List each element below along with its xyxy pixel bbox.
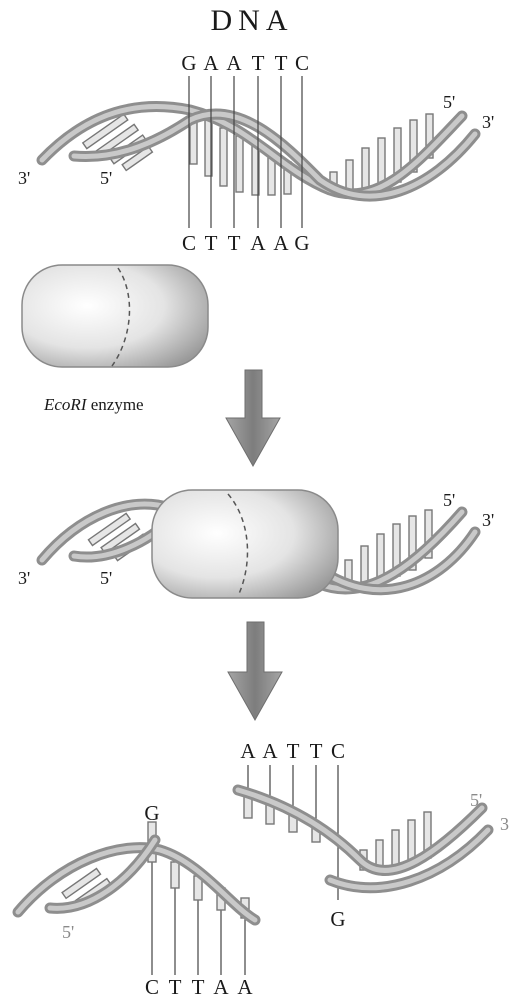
sticky-end-sequence: C T T A A [145, 975, 253, 999]
base-letter: T [252, 51, 265, 75]
base-letter: T [169, 975, 182, 999]
end-label: 5' [100, 568, 112, 588]
base-letter: C [295, 51, 309, 75]
base-letter: A [226, 51, 242, 75]
base-letter: A [213, 975, 229, 999]
sticky-end-sequence: A A T T C [240, 739, 345, 763]
base-letter: G [330, 907, 345, 931]
end-label: 3 [500, 814, 509, 834]
enzyme-label: EcoRI enzyme [43, 395, 144, 414]
end-label: 3' [482, 510, 494, 530]
base-letter: A [262, 739, 278, 763]
dna-helix-top: G A A T T C C T T A A G 5' 3' 3' 5' [18, 51, 494, 255]
base-letter: T [287, 739, 300, 763]
base-letter: T [192, 975, 205, 999]
base-letter: A [250, 231, 266, 255]
base-letter: C [331, 739, 345, 763]
down-arrow-icon [228, 622, 282, 720]
end-label: 3' [18, 168, 30, 188]
ecori-enzyme [22, 265, 208, 367]
dna-fragment-right: A A T T C G 5' 3 [238, 739, 509, 931]
end-label: 5' [470, 790, 482, 810]
base-letter: T [310, 739, 323, 763]
base-letter: A [240, 739, 256, 763]
diagram-title: DNA [211, 4, 294, 37]
end-label: 5' [100, 168, 112, 188]
base-letter: G [181, 51, 196, 75]
end-label: 5' [443, 92, 455, 112]
down-arrow-icon [226, 370, 280, 466]
base-letter: A [203, 51, 219, 75]
sequence-bottom: C T T A A G [182, 231, 310, 255]
base-letter: C [145, 975, 159, 999]
base-letter: G [294, 231, 309, 255]
base-letter: T [205, 231, 218, 255]
base-letter: G [144, 801, 159, 825]
end-label: 3' [18, 568, 30, 588]
base-letter: C [182, 231, 196, 255]
sequence-top: G A A T T C [181, 51, 309, 75]
end-label: 3' [482, 112, 494, 132]
dna-fragment-left: G C T T A A 5' [18, 801, 255, 999]
enzyme-word: enzyme [86, 395, 143, 414]
base-letter: A [237, 975, 253, 999]
end-label: 5' [62, 922, 74, 942]
end-label: 5' [443, 490, 455, 510]
base-letter: T [275, 51, 288, 75]
enzyme-dna-complex: 5' 3' 3' 5' [18, 490, 494, 598]
base-letter: T [228, 231, 241, 255]
enzyme-name: EcoRI [43, 395, 88, 414]
base-letter: A [273, 231, 289, 255]
